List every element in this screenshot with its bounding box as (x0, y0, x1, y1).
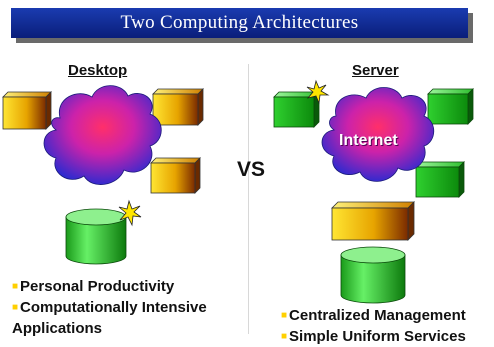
page-title: Two Computing Architectures (120, 12, 359, 33)
desktop-box-icon-2 (152, 88, 204, 126)
list-item: ■Personal Productivity (12, 278, 175, 295)
desktop-spark-icon (118, 199, 142, 227)
internet-cloud-icon (321, 87, 435, 182)
server-heading: Server (352, 62, 399, 79)
internet-label: Internet (339, 132, 398, 149)
bullet-dot-icon: ■ (281, 331, 288, 342)
server-box-icon-1 (273, 91, 320, 128)
server-spark-icon (306, 79, 330, 105)
list-item: ■Computationally Intensive (12, 299, 207, 316)
bullet-dot-icon: ■ (12, 302, 19, 313)
server-cylinder-icon (340, 246, 406, 304)
list-item-continuation: Applications (12, 320, 103, 337)
desktop-box-icon-3 (150, 157, 201, 194)
server-box-icon-2 (427, 88, 474, 125)
vs-label: VS (237, 158, 266, 181)
list-item: ■Centralized Management (281, 307, 466, 324)
server-box-icon-3 (415, 161, 465, 198)
title-banner: Two Computing Architectures (11, 8, 468, 38)
divider-line (248, 64, 249, 334)
desktop-heading: Desktop (68, 62, 128, 79)
list-item: ■Simple Uniform Services (281, 328, 466, 345)
server-bullet-list: ■Centralized Management ■Simple Uniform … (281, 305, 466, 347)
bullet-dot-icon: ■ (281, 310, 288, 321)
bullet-dot-icon: ■ (12, 281, 19, 292)
desktop-box-icon-1 (2, 91, 52, 130)
desktop-cloud-icon (43, 85, 162, 185)
desktop-cylinder-icon (65, 208, 127, 265)
server-mainframe-icon (331, 201, 415, 241)
desktop-bullet-list: ■Personal Productivity ■Computationally … (12, 276, 207, 339)
